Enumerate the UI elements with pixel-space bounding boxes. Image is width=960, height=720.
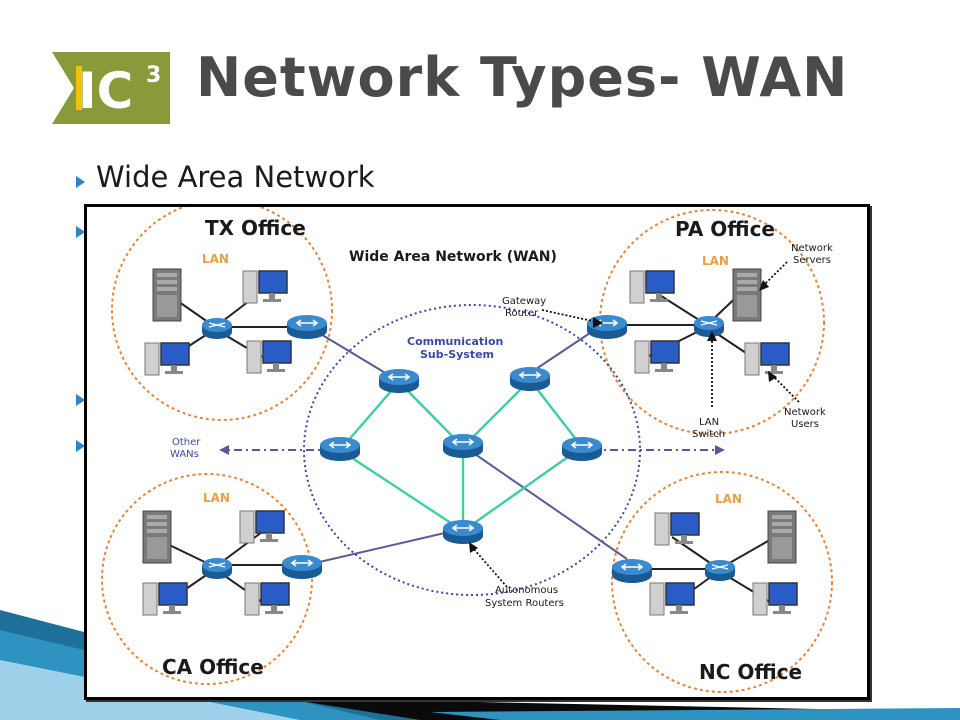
nc-office-label: NC Office — [699, 660, 802, 684]
bullet-text-1: Wide Area Network — [96, 160, 375, 194]
network-users-label-line1: Network — [784, 407, 826, 418]
pc-icon — [649, 582, 695, 616]
tx-office-label: TX Office — [205, 216, 306, 240]
network-servers-label-line2: Servers — [793, 255, 831, 266]
wan-title: Wide Area Network (WAN) — [349, 249, 557, 265]
pa-office-circle — [599, 209, 825, 435]
wan-router-icon — [319, 436, 361, 462]
svg-text:IC: IC — [78, 62, 133, 120]
bullet-arrow-icon — [76, 440, 85, 452]
pc-icon — [752, 582, 798, 616]
lan-switch-label-line1: LAN — [699, 417, 719, 428]
lan-label-ca: LAN — [203, 491, 230, 505]
ca-office-circle — [101, 473, 313, 685]
network-servers-label-line1: Network — [791, 243, 833, 254]
pa-office-label: PA Office — [675, 217, 775, 241]
wan-router-icon — [442, 433, 484, 459]
lan-switch-icon — [693, 315, 725, 338]
lan-switch-icon — [201, 557, 233, 580]
wan-router-icon — [509, 366, 551, 392]
bullet-arrow-icon — [76, 226, 85, 238]
ca-office-label: CA Office — [162, 655, 264, 679]
autonomous-label-line2: System Routers — [485, 598, 564, 609]
wan-router-icon — [378, 368, 420, 394]
gateway-router-icon — [286, 314, 328, 340]
pc-icon — [634, 340, 680, 374]
autonomous-label-line1: Autonomous — [495, 585, 558, 596]
server-icon — [142, 510, 172, 564]
ic3-logo: IC 3 — [52, 52, 170, 124]
pc-icon — [246, 340, 292, 374]
nc-office-circle — [611, 471, 833, 693]
pc-icon — [244, 582, 290, 616]
server-icon — [152, 268, 182, 322]
svg-text:3: 3 — [146, 63, 161, 88]
slide-title: Network Types- WAN — [196, 46, 849, 109]
wan-router-icon — [442, 519, 484, 545]
server-icon — [732, 268, 762, 322]
other-wans-label-line2: WANs — [170, 449, 199, 460]
pc-icon — [144, 342, 190, 376]
network-users-label-line2: Users — [791, 419, 819, 430]
pc-icon — [629, 270, 675, 304]
bullet-arrow-icon — [76, 176, 85, 188]
gateway-router-label-line1: Gateway — [502, 296, 546, 307]
pc-icon — [242, 270, 288, 304]
gateway-router-icon — [281, 554, 323, 580]
lan-label-nc: LAN — [715, 492, 742, 506]
communication-label-line2: Sub-System — [420, 348, 494, 361]
server-icon — [767, 510, 797, 564]
gateway-router-icon — [611, 558, 653, 584]
lan-switch-label-line2: Switch — [692, 429, 725, 440]
other-wans-label-line1: Other — [172, 437, 201, 448]
wan-diagram: TX Office PA Office CA Office NC Office … — [84, 204, 870, 700]
lan-switch-icon — [704, 559, 736, 582]
tx-office-circle — [111, 207, 333, 421]
bullet-arrow-icon — [76, 394, 85, 406]
wan-router-icon — [561, 436, 603, 462]
pc-icon — [239, 510, 285, 544]
pc-icon — [142, 582, 188, 616]
wan-diagram-canvas: TX Office PA Office CA Office NC Office … — [101, 207, 833, 693]
communication-label-line1: Communication — [407, 335, 503, 348]
pc-icon — [744, 342, 790, 376]
lan-switch-icon — [201, 317, 233, 340]
lan-label-pa: LAN — [702, 254, 729, 268]
lan-label-tx: LAN — [202, 252, 229, 266]
gateway-router-label-line2: Router — [505, 308, 539, 319]
